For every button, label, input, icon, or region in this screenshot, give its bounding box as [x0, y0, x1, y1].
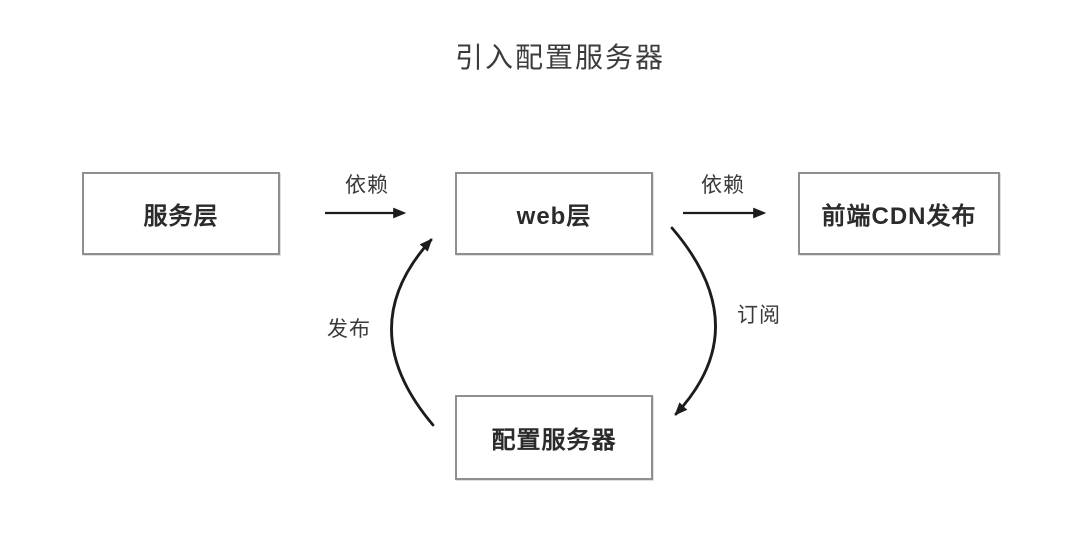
arrow-web-to-config-subscribe	[670, 226, 717, 416]
node-web-layer-label: web层	[516, 203, 592, 230]
node-frontend-cdn-label: 前端CDN发布	[821, 203, 977, 230]
node-config-server: 配置服务器	[455, 395, 653, 480]
node-service-layer-label: 服务层	[143, 203, 219, 230]
node-web-layer: web层	[455, 172, 653, 255]
edge-label-depend-service-web: 依赖	[345, 174, 389, 197]
edge-label-publish: 发布	[327, 318, 371, 341]
node-service-layer: 服务层	[82, 172, 280, 255]
node-frontend-cdn: 前端CDN发布	[798, 172, 1000, 255]
diagram-title: 引入配置服务器	[454, 42, 665, 73]
edge-label-depend-web-cdn: 依赖	[701, 174, 745, 197]
node-config-server-label: 配置服务器	[491, 427, 617, 454]
edge-label-subscribe: 订阅	[737, 304, 781, 327]
arrow-config-to-web-publish	[390, 238, 435, 427]
